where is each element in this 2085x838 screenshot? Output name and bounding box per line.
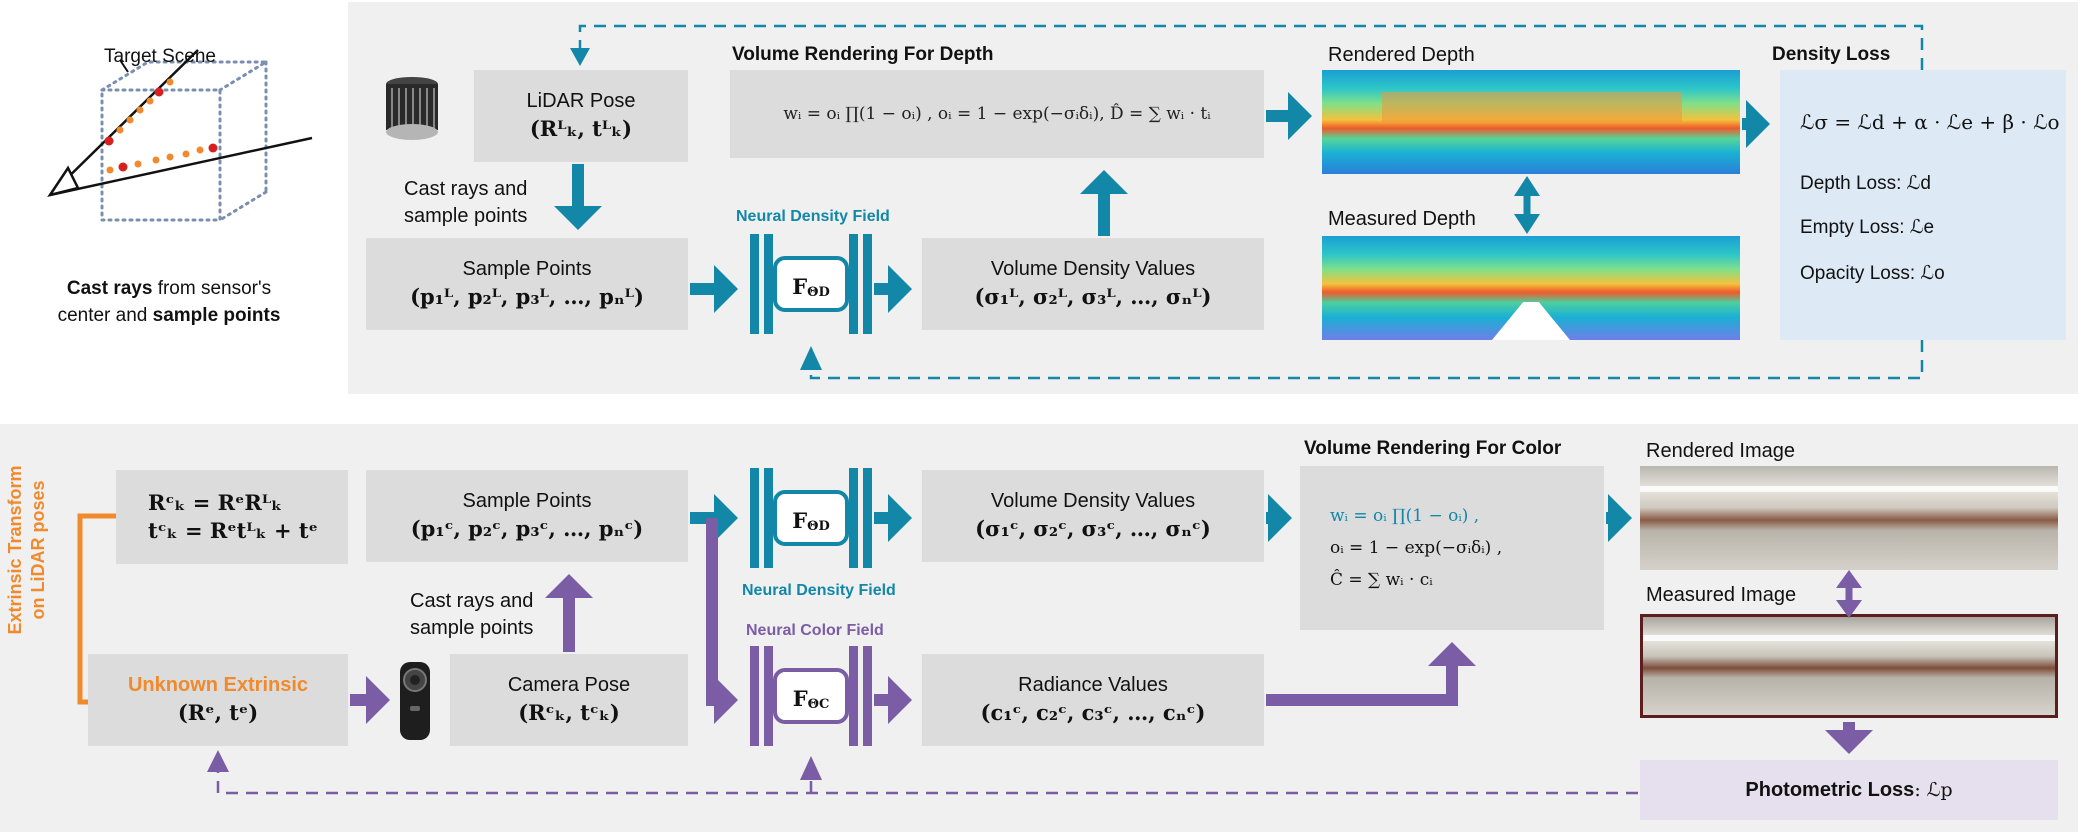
bottom-f-label-c: F: [792, 685, 808, 711]
bottom-volume-density-math: (σ₁ᶜ, σ₂ᶜ, σ₃ᶜ, …, σₙᶜ): [975, 516, 1211, 542]
dashed-feedback-top: [578, 24, 1924, 70]
rc-formula: Rᶜₖ = RᵉRᴸₖ: [148, 489, 283, 515]
top-sample-points-math: (p₁ᴸ, p₂ᴸ, p₃ᴸ, …, pₙᴸ): [410, 284, 644, 310]
measured-depth-image: [1322, 236, 1740, 340]
bottom-f-label-d: F: [792, 507, 808, 533]
caption-bold-sample-points: sample points: [152, 304, 281, 326]
bottom-neural-density-field: [750, 468, 872, 568]
top-sample-points-box: Sample Points (p₁ᴸ, p₂ᴸ, p₃ᴸ, …, pₙᴸ): [366, 238, 688, 330]
rendered-image-label: Rendered Image: [1646, 440, 1795, 462]
bottom-cast-rays-line2: sample points: [410, 617, 534, 639]
top-f-sub: ΘD: [807, 284, 830, 300]
camera-pose-box: Camera Pose (Rᶜₖ, tᶜₖ): [450, 654, 688, 746]
bottom-volume-density-title: Volume Density Values: [990, 490, 1196, 513]
vr-color-title: Volume Rendering For Color: [1304, 438, 1562, 459]
density-loss-box: [1780, 70, 2066, 340]
bottom-f-sub-d: ΘD: [807, 518, 830, 534]
target-scene-label: Target Scene: [104, 46, 216, 67]
bottom-neural-density-field-label: Neural Density Field: [742, 582, 896, 599]
vr-color-line2: oᵢ = 1 − exp(−σᵢδᵢ) ,: [1330, 537, 1503, 558]
bottom-sample-points-box: Sample Points (p₁ᶜ, p₂ᶜ, p₃ᶜ, …, pₙᶜ): [366, 470, 688, 562]
lidar-pose-title: LiDAR Pose: [526, 90, 636, 113]
lidar-pose-box: LiDAR Pose (Rᴸₖ, tᴸₖ): [474, 70, 688, 162]
camera-pose-math: (Rᶜₖ, tᶜₖ): [518, 700, 620, 726]
top-volume-density-math: (σ₁ᴸ, σ₂ᴸ, σ₃ᴸ, …, σₙᴸ): [974, 284, 1212, 310]
density-loss-title: Density Loss: [1772, 44, 1891, 65]
arrow-radiance-to-vr-color: [1266, 642, 1476, 706]
neural-color-field-label: Neural Color Field: [746, 622, 884, 639]
rendered-image-panorama: [1640, 466, 2058, 570]
rendered-image-light: [1640, 486, 2058, 492]
measured-image-light: [1643, 635, 2055, 641]
unknown-extrinsic-math: (Rᵉ, tᵉ): [177, 700, 259, 726]
radiance-math: (c₁ᶜ, c₂ᶜ, c₃ᶜ, …, cₙᶜ): [980, 700, 1206, 726]
top-neural-density-field: [750, 234, 872, 334]
vr-depth-title: Volume Rendering For Depth: [732, 44, 994, 65]
bottom-cast-rays-text: Cast rays and sample points: [410, 588, 533, 642]
depth-loss-item: Depth Loss: ℒd: [1800, 173, 1931, 194]
camera-360-icon: [398, 660, 432, 742]
bottom-volume-density-box: Volume Density Values (σ₁ᶜ, σ₂ᶜ, σ₃ᶜ, …,…: [922, 470, 1264, 562]
bottom-sample-points-math: (p₁ᶜ, p₂ᶜ, p₃ᶜ, …, pₙᶜ): [410, 516, 644, 542]
pose-transform-box: Rᶜₖ = RᵉRᴸₖ tᶜₖ = Rᵉtᴸₖ + tᵉ: [116, 470, 348, 564]
neural-color-field: [750, 646, 872, 746]
top-sample-points-title: Sample Points: [462, 258, 592, 281]
photometric-loss-box: Photometric Loss: ℒp: [1640, 760, 2058, 820]
lidar-sensor-icon: [382, 74, 442, 144]
top-volume-density-title: Volume Density Values: [990, 258, 1196, 281]
dashed-photometric-feedback: [216, 768, 1638, 795]
top-f-label: F: [792, 273, 808, 299]
top-cast-rays-line2: sample points: [404, 205, 528, 227]
camera-pose-title: Camera Pose: [507, 674, 631, 697]
left-caption: Cast rays from sensor's center and sampl…: [44, 276, 294, 329]
lidar-pose-math: (Rᴸₖ, tᴸₖ): [529, 116, 633, 142]
dashed-feedback-bottom: [809, 340, 1924, 380]
top-neural-density-field-label: Neural Density Field: [736, 208, 890, 225]
target-scene-illustration: [30, 40, 320, 240]
vr-color-line3: Ĉ = ∑ wᵢ · cᵢ: [1330, 570, 1433, 591]
vr-depth-formula: wᵢ = oᵢ ∏(1 − oᵢ) , oᵢ = 1 − exp(−σᵢδᵢ),…: [783, 103, 1211, 124]
caption-text-1: from sensor's: [152, 278, 272, 299]
top-volume-density-box: Volume Density Values (σ₁ᴸ, σ₂ᴸ, σ₃ᴸ, …,…: [922, 238, 1264, 330]
top-cast-rays-line1: Cast rays and: [404, 178, 528, 200]
rendered-depth-label: Rendered Depth: [1328, 44, 1475, 66]
caption-bold-cast-rays: Cast rays: [66, 278, 153, 299]
top-arrows: [554, 24, 1924, 380]
bottom-f-sub-c: ΘC: [807, 696, 830, 712]
rendered-depth-hotspot: [1382, 92, 1682, 122]
radiance-values-box: Radiance Values (c₁ᶜ, c₂ᶜ, c₃ᶜ, …, cₙᶜ): [922, 654, 1264, 746]
bottom-arrows: [207, 494, 1873, 795]
photometric-loss-rest: : ℒp: [1914, 779, 1953, 801]
bottom-sample-points-title: Sample Points: [462, 490, 592, 513]
density-loss-formula: ℒσ = ℒd + α · ℒe + β · ℒo: [1800, 110, 2060, 134]
top-cast-rays-text: Cast rays and sample points: [404, 176, 527, 230]
measured-image-panorama: [1640, 614, 2058, 718]
bottom-cast-rays-line1: Cast rays and: [410, 590, 534, 612]
empty-loss-item: Empty Loss: ℒe: [1800, 217, 1935, 238]
unknown-extrinsic-box: Unknown Extrinsic (Rᵉ, tᵉ): [88, 654, 348, 746]
opacity-loss-item: Opacity Loss: ℒo: [1800, 263, 1945, 284]
measured-image-label: Measured Image: [1646, 584, 1797, 606]
tc-formula: tᶜₖ = Rᵉtᴸₖ + tᵉ: [148, 518, 318, 543]
photometric-loss-bold: Photometric Loss: [1745, 778, 1915, 801]
measured-depth-label: Measured Depth: [1328, 208, 1476, 230]
vr-color-line1: wᵢ = oᵢ ∏(1 − oᵢ) ,: [1330, 505, 1480, 526]
arrow-sample-to-color-field: [706, 518, 738, 724]
rendered-depth-image: [1322, 70, 1740, 174]
radiance-title: Radiance Values: [1018, 674, 1168, 697]
vr-color-box: wᵢ = oᵢ ∏(1 − oᵢ) , oᵢ = 1 − exp(−σᵢδᵢ) …: [1300, 466, 1604, 630]
vr-depth-box: wᵢ = oᵢ ∏(1 − oᵢ) , oᵢ = 1 − exp(−σᵢδᵢ),…: [730, 70, 1264, 158]
caption-text-2: center and: [57, 304, 153, 326]
unknown-extrinsic-title: Unknown Extrinsic: [127, 674, 309, 697]
